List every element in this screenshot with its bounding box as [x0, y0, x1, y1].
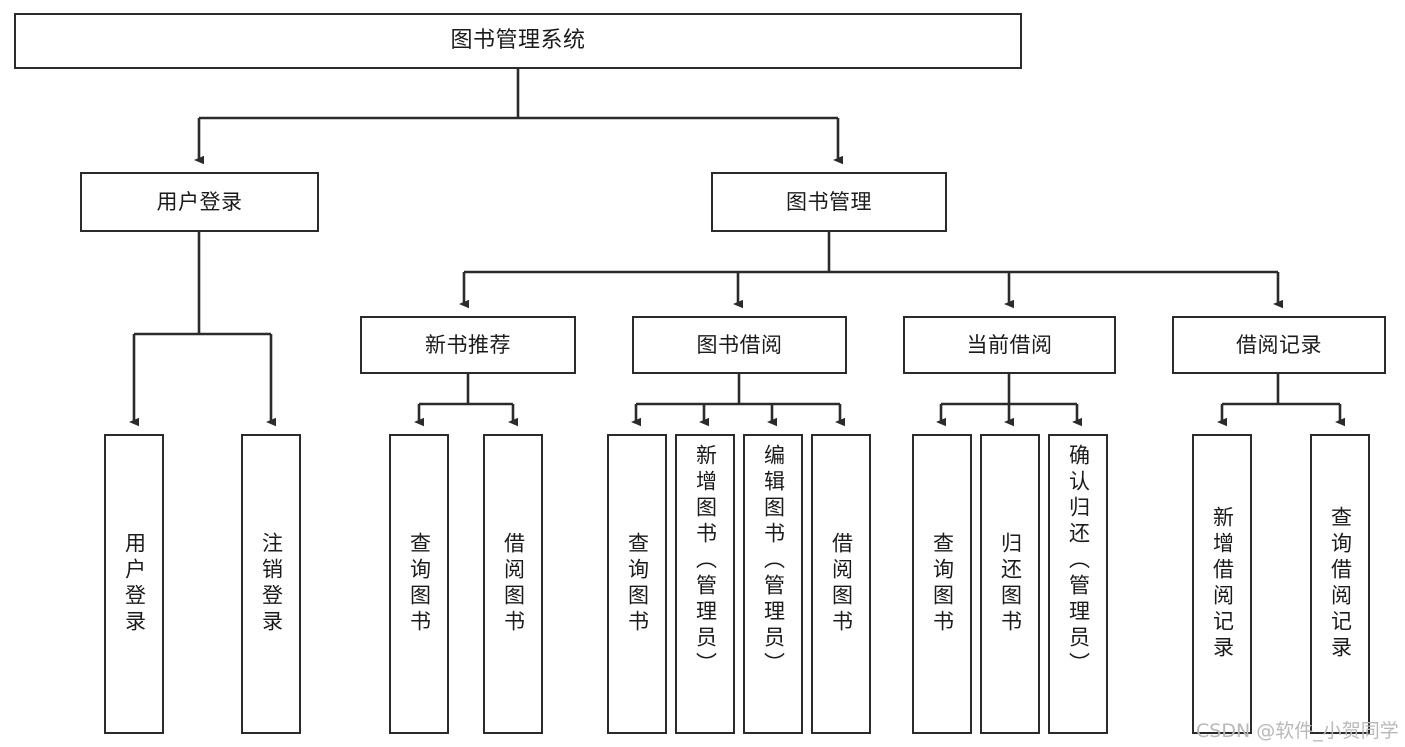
- node-current-borrow-label: 当前借阅: [966, 332, 1053, 357]
- node-leaf-query-book-2-label: 查询图书: [625, 532, 650, 636]
- node-leaf-add-book-label: 新增图书（管理员）: [693, 444, 718, 678]
- node-leaf-return-book[interactable]: 归还图书: [980, 434, 1040, 734]
- node-leaf-query-record[interactable]: 查询借阅记录: [1310, 434, 1370, 734]
- node-leaf-query-record-label: 查询借阅记录: [1328, 506, 1353, 662]
- node-leaf-logout-login[interactable]: 注销登录: [241, 434, 301, 734]
- node-leaf-borrow-book-2[interactable]: 借阅图书: [811, 434, 871, 734]
- node-leaf-edit-book[interactable]: 编辑图书（管理员）: [743, 434, 803, 734]
- node-leaf-add-record[interactable]: 新增借阅记录: [1192, 434, 1252, 734]
- node-book-manage-label: 图书管理: [786, 189, 872, 214]
- node-new-book-recommend[interactable]: 新书推荐: [360, 316, 576, 374]
- node-leaf-borrow-book-1[interactable]: 借阅图书: [483, 434, 543, 734]
- node-leaf-user-login-label: 用户登录: [122, 532, 147, 636]
- node-leaf-return-book-label: 归还图书: [998, 532, 1023, 636]
- node-leaf-borrow-book-2-label: 借阅图书: [829, 532, 854, 636]
- node-current-borrow[interactable]: 当前借阅: [903, 316, 1116, 374]
- node-leaf-user-login[interactable]: 用户登录: [104, 434, 164, 734]
- node-borrow-record[interactable]: 借阅记录: [1172, 316, 1386, 374]
- node-leaf-add-record-label: 新增借阅记录: [1210, 506, 1235, 662]
- csdn-watermark: CSDN @软件_小贺同学: [1196, 720, 1399, 742]
- node-new-book-recommend-label: 新书推荐: [425, 332, 511, 357]
- node-book-borrow[interactable]: 图书借阅: [632, 316, 847, 374]
- node-root-system[interactable]: 图书管理系统: [14, 13, 1022, 69]
- node-leaf-confirm-return-label: 确认归还（管理员）: [1066, 444, 1091, 678]
- node-leaf-query-book-1-label: 查询图书: [407, 532, 432, 636]
- node-leaf-borrow-book-1-label: 借阅图书: [501, 532, 526, 636]
- node-leaf-logout-login-label: 注销登录: [259, 532, 284, 636]
- node-borrow-record-label: 借阅记录: [1236, 332, 1322, 357]
- node-leaf-confirm-return[interactable]: 确认归还（管理员）: [1048, 434, 1108, 734]
- node-user-login-label: 用户登录: [156, 189, 243, 214]
- node-leaf-query-book-1[interactable]: 查询图书: [389, 434, 449, 734]
- node-root-system-label: 图书管理系统: [450, 28, 586, 54]
- node-leaf-edit-book-label: 编辑图书（管理员）: [761, 444, 786, 678]
- node-book-manage[interactable]: 图书管理: [711, 172, 947, 232]
- node-leaf-query-book-3[interactable]: 查询图书: [912, 434, 972, 734]
- node-leaf-query-book-2[interactable]: 查询图书: [607, 434, 667, 734]
- node-user-login[interactable]: 用户登录: [80, 172, 319, 232]
- node-leaf-query-book-3-label: 查询图书: [930, 532, 955, 636]
- node-leaf-add-book[interactable]: 新增图书（管理员）: [675, 434, 735, 734]
- node-book-borrow-label: 图书借阅: [696, 332, 783, 357]
